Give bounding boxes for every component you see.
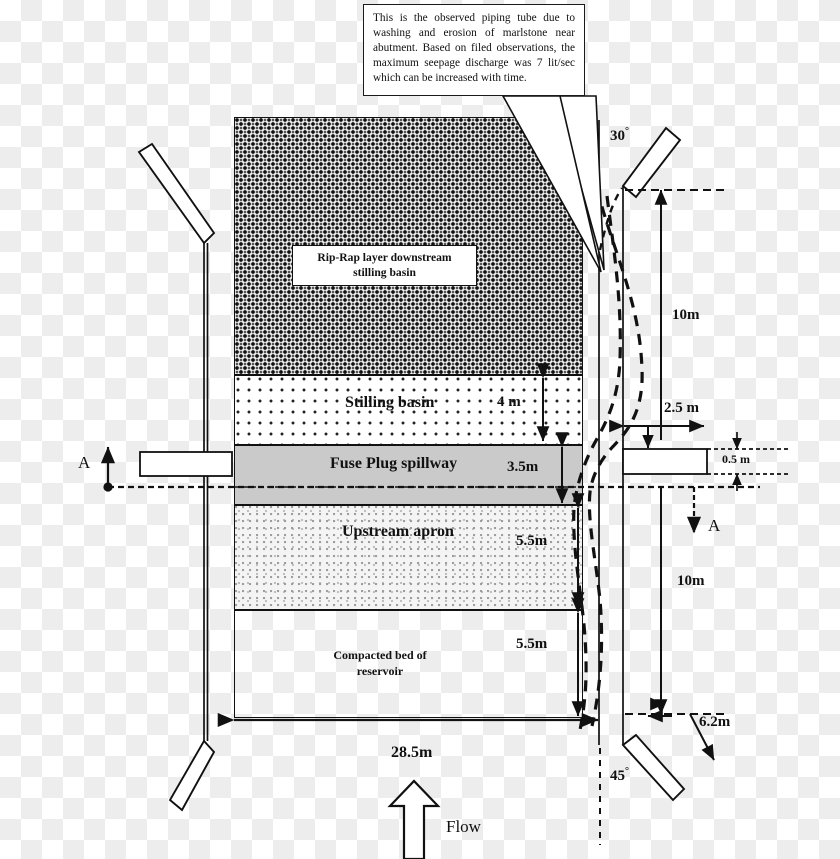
wing-wall-upper-left bbox=[137, 142, 216, 245]
compacted-bed-label: Compacted bed of reservoir bbox=[305, 648, 455, 679]
apron-depth-value: 5.5m bbox=[516, 533, 548, 549]
dimension-wing-diagonal bbox=[647, 697, 715, 761]
flow-label: Flow bbox=[446, 817, 481, 836]
total-width-value: 28.5m bbox=[391, 744, 433, 761]
bed-depth-value: 5.5m bbox=[516, 636, 548, 652]
riprap-label-line2: stilling basin bbox=[353, 265, 416, 279]
riprap-label-line1: Rip-Rap layer downstream bbox=[317, 251, 452, 265]
fuse-depth-value: 3.5m bbox=[507, 459, 539, 475]
compacted-bed-line2: reservoir bbox=[356, 663, 404, 678]
upstream-apron-label: Upstream apron bbox=[342, 523, 454, 540]
region-upstream-apron bbox=[234, 505, 583, 610]
piping-tube-callout: This is the observed piping tube due to … bbox=[363, 4, 585, 96]
dimension-wall-thickness bbox=[707, 432, 790, 491]
callout-text: This is the observed piping tube due to … bbox=[373, 12, 575, 85]
right-wall-block bbox=[622, 448, 708, 475]
section-marker-right: A bbox=[708, 516, 721, 535]
dimension-piping-upper bbox=[625, 189, 727, 440]
left-vertical-wall bbox=[203, 243, 209, 741]
callout-tail bbox=[501, 95, 605, 273]
wing-diagonal-value: 6.2m bbox=[699, 714, 731, 730]
region-fuse-plug-spillway bbox=[234, 445, 583, 505]
wing-wall-upper-right bbox=[621, 126, 682, 199]
section-marker-left: A bbox=[78, 453, 91, 472]
angle-30-label: 30° bbox=[610, 126, 629, 144]
dimension-wall-offset bbox=[609, 419, 705, 449]
riprap-label-box: Rip-Rap layer downstream stilling basin bbox=[292, 245, 477, 286]
angle-45-label: 45° bbox=[610, 766, 629, 784]
compacted-bed-line1: Compacted bed of bbox=[333, 648, 427, 662]
piping-lower-value: 10m bbox=[677, 573, 705, 589]
fuse-plug-label: Fuse Plug spillway bbox=[330, 455, 458, 472]
region-stilling-basin bbox=[234, 375, 583, 445]
wing-wall-lower-left bbox=[168, 739, 216, 812]
stilling-basin-label: Stilling basin bbox=[345, 394, 435, 411]
piping-tube-outline bbox=[572, 187, 644, 731]
flow-arrow bbox=[387, 779, 441, 859]
left-wall-block bbox=[139, 451, 233, 477]
angle-reference-30 bbox=[598, 187, 623, 251]
dimension-piping-lower bbox=[625, 487, 727, 715]
wall-offset-value: 2.5 m bbox=[664, 400, 699, 416]
stilling-depth-value: 4 m bbox=[497, 394, 521, 410]
wing-wall-lower-right bbox=[621, 733, 686, 802]
piping-upper-value: 10m bbox=[672, 307, 700, 323]
wall-thickness-value: 0.5 m bbox=[722, 452, 750, 466]
